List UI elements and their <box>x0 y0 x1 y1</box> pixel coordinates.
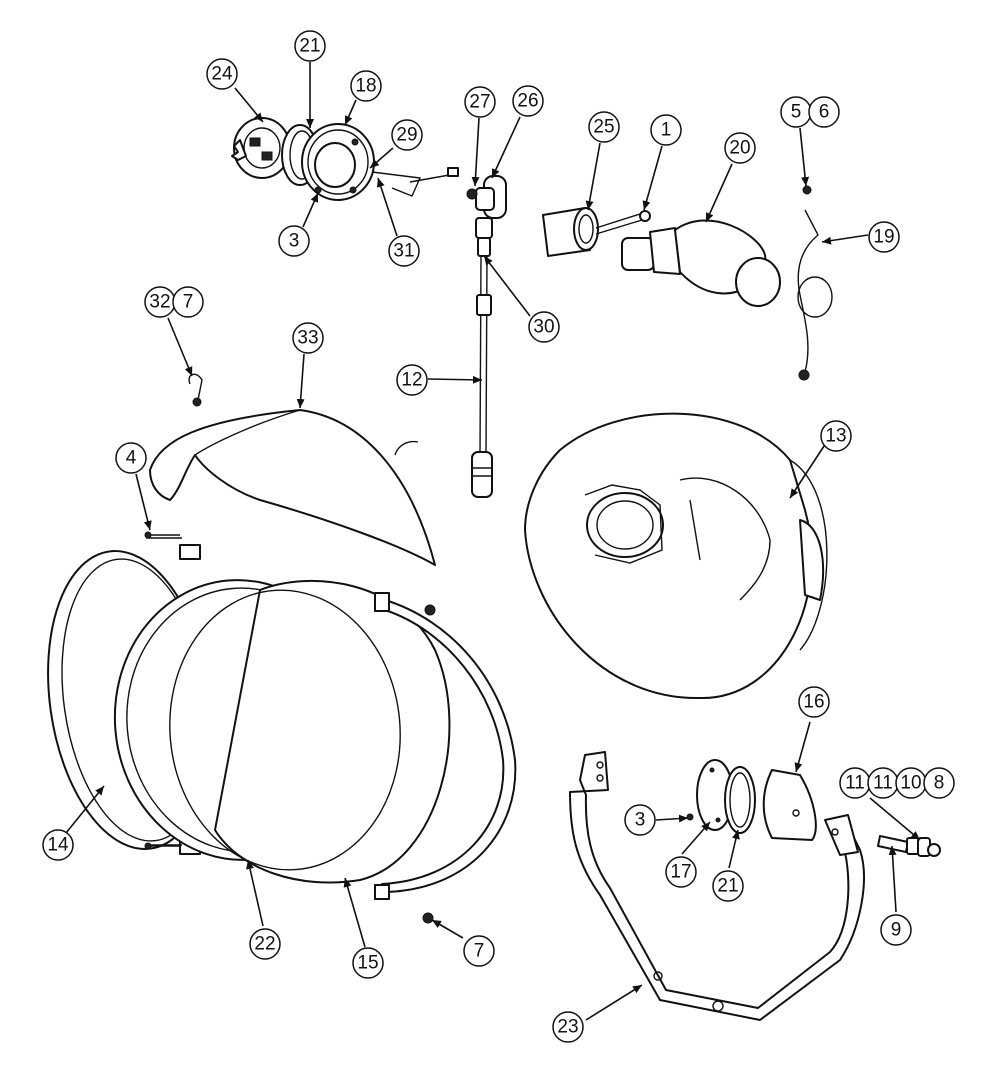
svg-text:21: 21 <box>717 876 738 897</box>
callout-7-top: 7 <box>172 286 204 318</box>
callout-25: 25 <box>588 111 620 143</box>
svg-text:3: 3 <box>289 231 300 252</box>
svg-text:14: 14 <box>47 835 69 856</box>
svg-text:7: 7 <box>474 941 485 962</box>
svg-text:32: 32 <box>149 292 170 313</box>
callout-30: 30 <box>528 311 560 343</box>
svg-text:5: 5 <box>791 102 802 123</box>
svg-text:8: 8 <box>934 773 945 794</box>
svg-text:30: 30 <box>533 317 554 338</box>
svg-text:24: 24 <box>211 64 233 85</box>
svg-text:33: 33 <box>297 328 318 349</box>
svg-text:20: 20 <box>729 138 750 159</box>
leader-lines <box>65 62 921 1021</box>
callout-12: 12 <box>396 364 428 396</box>
svg-text:18: 18 <box>355 76 376 97</box>
svg-text:15: 15 <box>357 953 378 974</box>
cord-assembly <box>466 175 507 498</box>
callout-3-bottom: 3 <box>624 804 656 836</box>
spring-clip <box>797 185 833 381</box>
callout-1: 1 <box>650 114 682 146</box>
callout-4: 4 <box>115 442 147 474</box>
callouts: 24 21 18 29 3 31 27 26 30 25 1 20 5 6 19… <box>42 30 955 1043</box>
callout-17: 17 <box>665 856 697 888</box>
callout-21-top: 21 <box>294 30 326 62</box>
retaining-band <box>374 592 517 924</box>
yoke-bracket <box>569 751 865 1021</box>
socket-assembly <box>231 117 375 201</box>
svg-text:21: 21 <box>299 36 320 57</box>
callout-13: 13 <box>820 420 852 452</box>
svg-text:12: 12 <box>401 370 422 391</box>
callout-6: 6 <box>808 96 840 128</box>
callout-9: 9 <box>880 914 912 946</box>
callout-7-bottom: 7 <box>463 935 495 967</box>
svg-text:22: 22 <box>254 934 275 955</box>
callout-10: 10 <box>895 767 927 799</box>
svg-text:25: 25 <box>593 117 614 138</box>
callout-26: 26 <box>512 85 544 117</box>
svg-text:4: 4 <box>126 448 137 469</box>
callout-27: 27 <box>464 86 496 118</box>
lens <box>169 579 451 884</box>
cap-and-gaskets <box>696 759 817 841</box>
callout-22: 22 <box>249 928 281 960</box>
callout-19: 19 <box>868 221 900 253</box>
svg-text:27: 27 <box>469 92 490 113</box>
svg-text:11: 11 <box>873 773 893 794</box>
callout-8: 8 <box>923 767 955 799</box>
svg-text:7: 7 <box>183 292 194 313</box>
svg-text:29: 29 <box>396 125 417 146</box>
svg-text:11: 11 <box>845 773 865 794</box>
bolt-assembly <box>877 835 941 857</box>
wire-bracket <box>371 167 459 197</box>
svg-text:1: 1 <box>661 120 672 141</box>
svg-text:13: 13 <box>825 426 846 447</box>
callout-20: 20 <box>724 132 756 164</box>
callout-11-a: 11 <box>839 767 871 799</box>
svg-text:9: 9 <box>891 920 902 941</box>
svg-text:31: 31 <box>393 241 414 262</box>
reflector <box>524 412 828 700</box>
svg-text:26: 26 <box>517 91 538 112</box>
svg-text:16: 16 <box>803 692 824 713</box>
sleeve-and-connector <box>542 207 651 257</box>
callout-29: 29 <box>391 119 423 151</box>
svg-text:6: 6 <box>819 102 830 123</box>
callout-33: 33 <box>292 322 324 354</box>
svg-text:17: 17 <box>670 862 691 883</box>
svg-text:3: 3 <box>635 810 646 831</box>
callout-16: 16 <box>798 686 830 718</box>
callout-11-b: 11 <box>867 767 899 799</box>
callout-14: 14 <box>42 829 74 861</box>
callout-31: 31 <box>388 235 420 267</box>
callout-32: 32 <box>144 286 176 318</box>
lamp-bulb <box>621 219 781 307</box>
svg-text:10: 10 <box>900 773 921 794</box>
svg-text:23: 23 <box>557 1017 578 1038</box>
small-screw <box>686 813 694 821</box>
screws <box>144 531 180 850</box>
callout-23: 23 <box>552 1011 584 1043</box>
svg-text:19: 19 <box>873 227 894 248</box>
callout-18: 18 <box>350 70 382 102</box>
callout-15: 15 <box>352 947 384 979</box>
callout-3-top: 3 <box>278 225 310 257</box>
callout-21-bottom: 21 <box>712 870 744 902</box>
callout-24: 24 <box>206 58 238 90</box>
callout-5: 5 <box>780 96 812 128</box>
hood-visor <box>149 373 436 566</box>
